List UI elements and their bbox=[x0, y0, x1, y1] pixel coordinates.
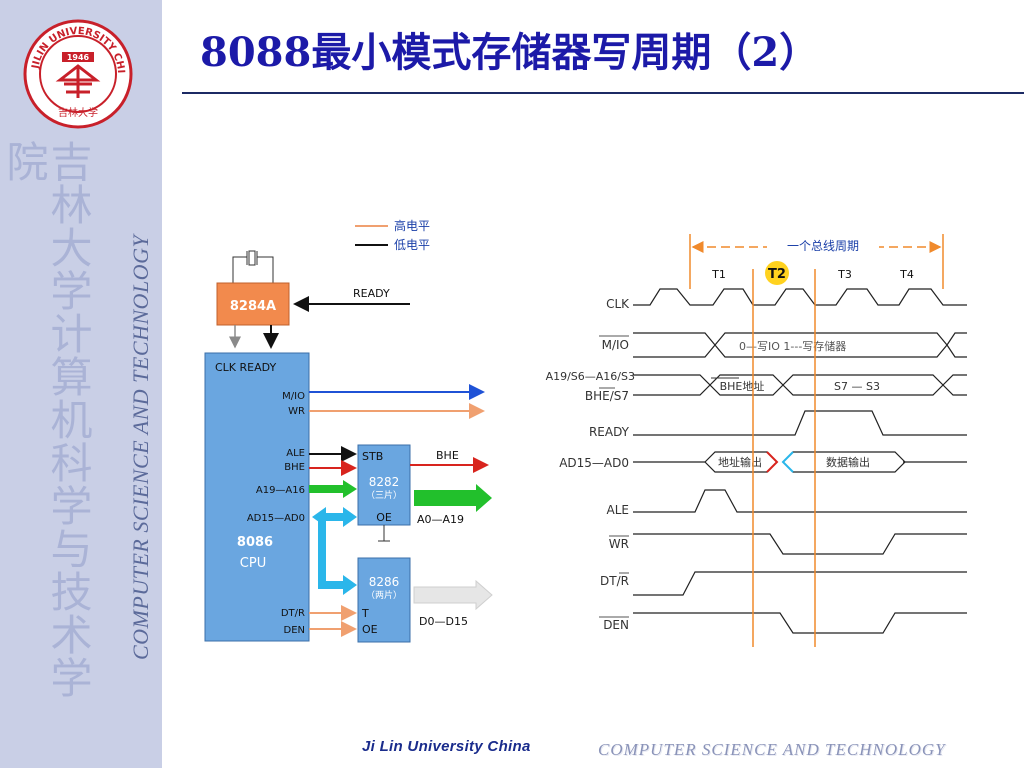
sig-ready: READY bbox=[589, 425, 630, 439]
title-divider bbox=[182, 92, 1024, 94]
sig-dtr: DT/R bbox=[600, 574, 629, 588]
logo-bottom-text: 吉林大学 bbox=[58, 106, 98, 119]
chip-8286-oe: OE bbox=[362, 623, 378, 636]
state-t1: T1 bbox=[711, 268, 726, 281]
chip-8284a-label: 8284A bbox=[230, 299, 276, 314]
ready-input-label: READY bbox=[353, 287, 390, 300]
vertical-school-name-en: COMPUTER SCIENCE AND TECHNOLOGY bbox=[128, 234, 153, 660]
wave-ready bbox=[633, 410, 967, 436]
cpu-top-label: CLK READY bbox=[215, 361, 277, 374]
wave-dtr bbox=[633, 571, 967, 596]
timing-diagram: 高电平 低电平 8284A READY CLK READY M/IO WR AL… bbox=[204, 218, 967, 647]
cpu-8086 bbox=[204, 352, 310, 642]
wave-clk bbox=[633, 288, 967, 306]
chip-8282-stb: STB bbox=[362, 450, 383, 463]
sidebar: JILIN UNIVERSITY CHINA 1946 吉林大学 吉林大学计算机… bbox=[0, 0, 162, 768]
wave-addr-status bbox=[633, 374, 967, 396]
bus-cycle-label: 一个总线周期 bbox=[787, 239, 859, 253]
legend-high-label: 高电平 bbox=[394, 218, 430, 233]
chip-8284a bbox=[216, 282, 290, 326]
chip-8286 bbox=[357, 557, 411, 643]
wave-wr bbox=[633, 533, 967, 555]
a19-16-bus-arrow bbox=[309, 480, 357, 498]
ad-address-text: 地址输出 bbox=[718, 455, 762, 469]
data-bus-label: D0—D15 bbox=[419, 615, 468, 628]
data-bus-arrow bbox=[413, 579, 493, 611]
chip-8286-t: T bbox=[361, 607, 369, 620]
bhe-latched-label: BHE bbox=[436, 449, 459, 462]
pin-den: DEN bbox=[284, 625, 306, 636]
sig-wr: WR bbox=[609, 537, 629, 551]
address-bus-arrow bbox=[414, 484, 492, 512]
address-bus-label: A0—A19 bbox=[417, 513, 464, 526]
pin-ale: ALE bbox=[286, 448, 305, 459]
pin-a19-16: A19—A16 bbox=[256, 485, 305, 496]
sig-addr-status-1: A19/S6—A16/S3 bbox=[546, 370, 635, 383]
logo-year: 1946 bbox=[67, 53, 90, 62]
state-t2: T2 bbox=[768, 267, 786, 282]
chip-8282-label: 8282 bbox=[369, 475, 400, 489]
chip-8282-oe: OE bbox=[376, 511, 392, 524]
mio-note: 0—写IO 1---写存储器 bbox=[739, 339, 846, 353]
chip-8282-sub: （三片） bbox=[366, 489, 402, 501]
chip-8286-sub: （两片） bbox=[366, 589, 402, 601]
wave-ad-data-start bbox=[781, 451, 794, 473]
sig-mio: M/IO bbox=[602, 338, 629, 352]
sig-ale: ALE bbox=[607, 503, 629, 517]
state-t4: T4 bbox=[899, 268, 914, 281]
ad-to-8286-arrow bbox=[318, 521, 357, 595]
legend: 高电平 低电平 bbox=[355, 218, 430, 252]
sig-ad: AD15—AD0 bbox=[559, 456, 629, 470]
pin-wr: WR bbox=[288, 406, 305, 417]
chip-8286-label: 8286 bbox=[369, 575, 400, 589]
wave-ad-address-hold bbox=[766, 451, 779, 473]
sig-den: DEN bbox=[603, 618, 629, 632]
cpu-sub: CPU bbox=[240, 556, 266, 571]
footer-university: Ji Lin University China bbox=[362, 738, 531, 755]
crystal-icon bbox=[232, 250, 274, 283]
footer-department: COMPUTER SCIENCE AND TECHNOLOGY bbox=[598, 740, 946, 759]
pin-bhe: BHE bbox=[284, 462, 305, 473]
wave-ale bbox=[633, 489, 967, 513]
pin-dtr: DT/R bbox=[281, 608, 305, 619]
state-t3: T3 bbox=[837, 268, 852, 281]
pin-mio: M/IO bbox=[282, 391, 305, 402]
cpu-name: 8086 bbox=[237, 535, 273, 550]
legend-low-label: 低电平 bbox=[394, 238, 430, 252]
s7-s3-text: S7 — S3 bbox=[834, 380, 880, 393]
sig-addr-status-2: BHE/S7 bbox=[585, 389, 629, 403]
sig-clk: CLK bbox=[606, 297, 630, 311]
ad-data-text: 数据输出 bbox=[826, 455, 870, 469]
slide-title: 8088最小模式存储器写周期（2） bbox=[200, 29, 820, 76]
chip-8282 bbox=[357, 444, 411, 526]
bhe-address-text: BHE地址 bbox=[720, 379, 765, 393]
pin-ad15-0: AD15—AD0 bbox=[247, 513, 305, 524]
vertical-school-name-cn: 吉林大学计算机科学与技术学院 bbox=[0, 140, 93, 699]
wave-den bbox=[633, 612, 967, 634]
university-logo: JILIN UNIVERSITY CHINA 1946 吉林大学 bbox=[22, 18, 133, 129]
wave-mio bbox=[633, 332, 967, 358]
t2-highlight-badge bbox=[765, 261, 789, 285]
